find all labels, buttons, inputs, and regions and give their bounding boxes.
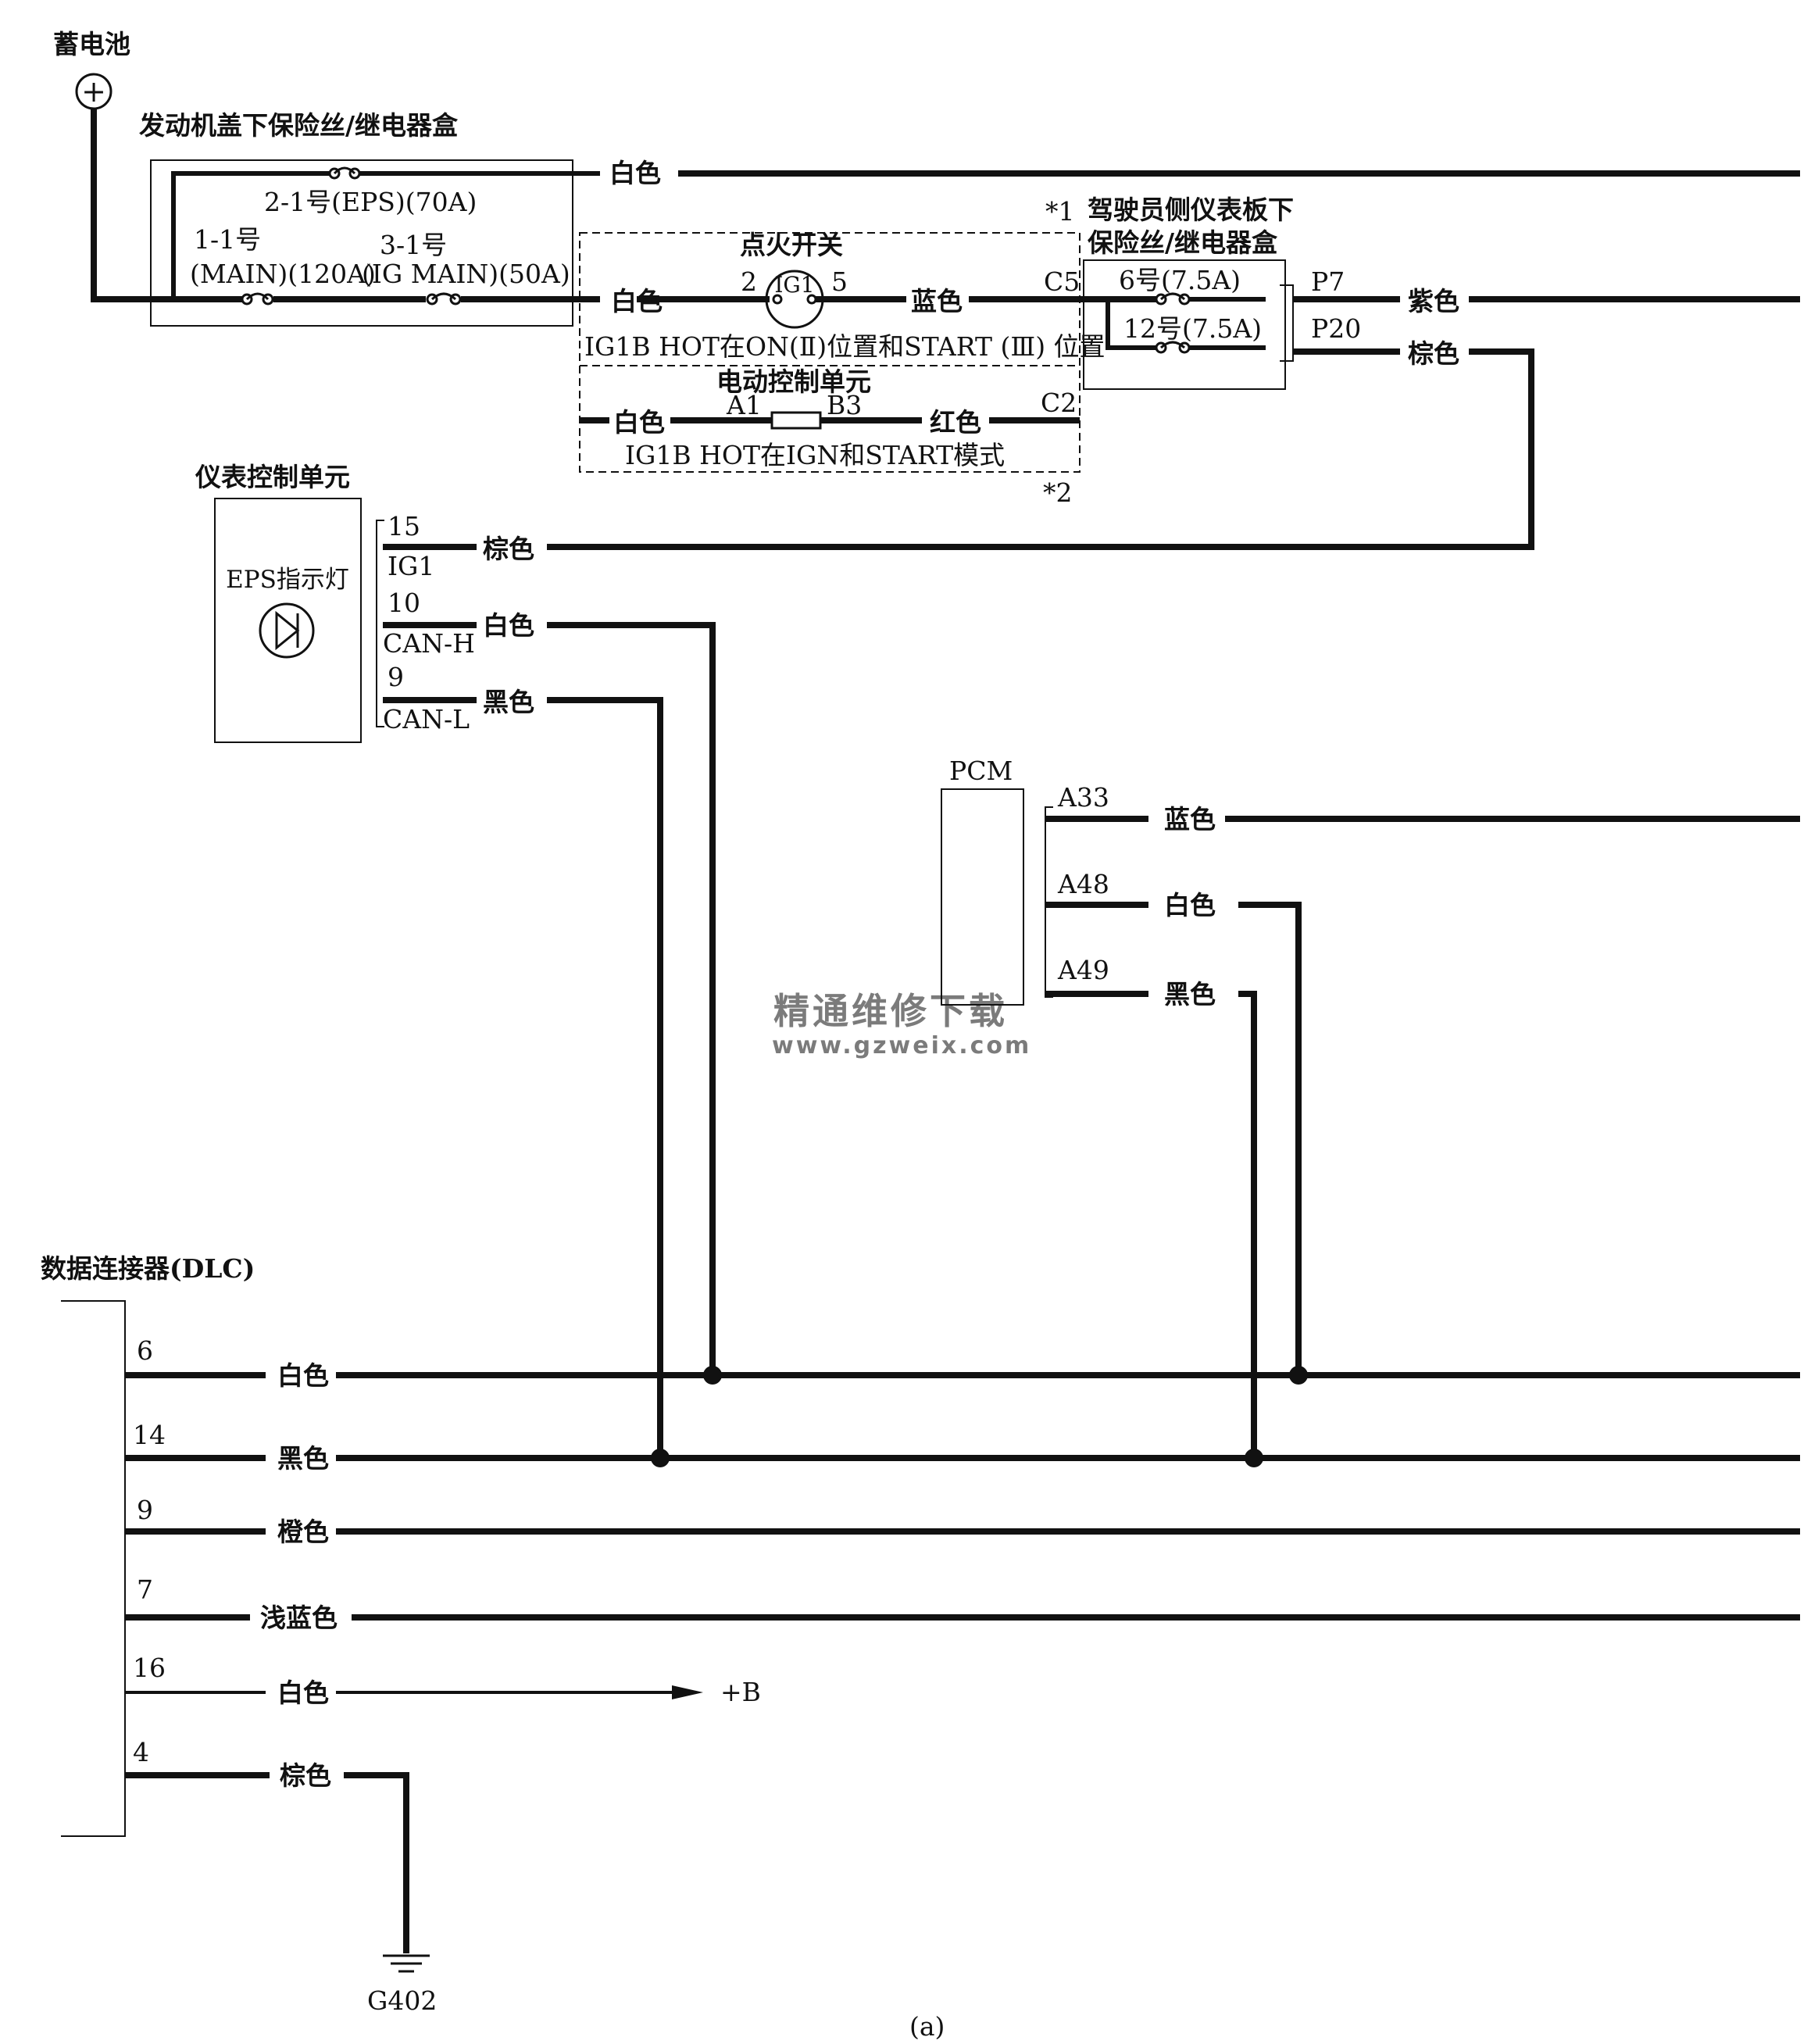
- pcm-pin-a33: A33: [1057, 782, 1109, 813]
- gauge-pin15-name: IG1: [388, 551, 434, 581]
- ignition-box-outline: [579, 232, 1081, 473]
- pcm-wire-a49: 黑色: [1164, 979, 1216, 1009]
- battery: 蓄电池 +: [53, 29, 130, 110]
- dlc-pin4-wire: 棕色: [280, 1760, 331, 1791]
- dash-box-title-1: 驾驶员侧仪表板下: [1088, 195, 1294, 225]
- pcm-pin-a49: A49: [1057, 955, 1109, 985]
- fuse-eps-label: 2-1号(EPS)(70A): [264, 187, 477, 217]
- wire-p20-out: 棕色: [1408, 338, 1459, 369]
- ground-icon: [383, 1954, 430, 1973]
- pcm-wire-a33: 蓝色: [1164, 804, 1216, 834]
- ignition-box: 点火开关 白色 2 IG1 5 蓝色 C5 IG1B HOT在ON(Ⅱ)位置和S…: [579, 196, 1106, 508]
- fuse-main-label-a: 1-1号: [194, 224, 261, 255]
- eps-resistor-icon: [770, 411, 822, 430]
- underhood-fuse-box: 发动机盖下保险丝/继电器盒 2-1号(EPS)(70A) 1-1号 (MAIN)…: [139, 110, 573, 327]
- dash-box-outline: [1083, 259, 1286, 390]
- dlc: 数据连接器(DLC) 6 白色 14 黑色 9 橙色 7 浅蓝色 16 白色 +…: [41, 1253, 1800, 1953]
- note-star2: *2: [1043, 477, 1073, 508]
- pin-p7: P7: [1311, 266, 1345, 297]
- gauge-unit-title: 仪表控制单元: [195, 462, 350, 492]
- dash-box-title-2: 保险丝/继电器盒: [1088, 227, 1278, 258]
- pcm-wire-a48: 白色: [1164, 890, 1216, 920]
- pin-c2: C2: [1041, 388, 1077, 418]
- eps-indicator-label: EPS指示灯: [226, 566, 349, 594]
- wire-ign-in: 白色: [611, 286, 663, 316]
- wire-ign-out: 蓝色: [911, 286, 963, 316]
- wire-eps-fuse-out: 白色: [609, 158, 661, 188]
- dlc-pin14-num: 14: [133, 1420, 166, 1450]
- main-power-wires: [91, 109, 1800, 302]
- ignition-symbol: IG1: [774, 272, 814, 298]
- dlc-outline: [61, 1300, 126, 1837]
- dlc-pin9-wire: 橙色: [277, 1517, 329, 1547]
- note-star1: *1: [1045, 196, 1075, 227]
- battery-plus-symbol: +: [81, 74, 106, 109]
- fuse-igmain-label-a: 3-1号: [380, 230, 447, 260]
- dlc-pin4-num: 4: [133, 1737, 149, 1767]
- gauge-unit-outline: [214, 498, 362, 743]
- dlc-pin14-wire: 黑色: [277, 1443, 329, 1474]
- watermark-line2: www.gzweix.com: [772, 1032, 1031, 1060]
- gauge-pin10-name: CAN-H: [383, 628, 475, 659]
- fuse-igmain-icon: [426, 292, 462, 306]
- fuse6-label: 6号(7.5A): [1119, 265, 1241, 295]
- dlc-pin9-num: 9: [137, 1495, 153, 1525]
- dlc-pin6-num: 6: [137, 1335, 153, 1366]
- ignition-note: IG1B HOT在ON(Ⅱ)位置和START (Ⅲ) 位置: [584, 331, 1106, 362]
- eps-unit-title: 电动控制单元: [716, 366, 871, 397]
- eps-pin-b: B3: [827, 390, 862, 420]
- fuse-main-icon: [241, 292, 274, 306]
- gauge-pin10-num: 10: [388, 588, 420, 618]
- wire-eps-out: 红色: [930, 407, 981, 438]
- figure-label: (a): [909, 2011, 945, 2042]
- ground-label: G402: [367, 1985, 437, 2016]
- gauge-pin15-wire: 棕色: [483, 534, 534, 564]
- dlc-pin7-wire: 浅蓝色: [260, 1603, 338, 1633]
- eps-pin-a: A1: [726, 390, 762, 420]
- dlc-pin7-num: 7: [137, 1574, 153, 1605]
- dash-fuse-box: 驾驶员侧仪表板下 保险丝/继电器盒 6号(7.5A) 12号(7.5A) P7 …: [547, 195, 1800, 550]
- arrow-right-icon: [672, 1685, 703, 1699]
- pcm: PCM A33 蓝色 A48 白色 A49 黑色: [941, 756, 1800, 1458]
- fuse-igmain-label-b: (IG MAIN)(50A): [362, 259, 570, 289]
- gauge-pin15-num: 15: [388, 511, 420, 541]
- junction-dot: [1245, 1449, 1263, 1467]
- junction-dot: [1289, 1366, 1308, 1385]
- underhood-box-outline: [150, 159, 573, 327]
- pin-p20: P20: [1311, 313, 1361, 344]
- watermark: 精通维修下载 www.gzweix.com: [772, 990, 1031, 1060]
- pcm-title: PCM: [949, 756, 1013, 786]
- eps-indicator-lamp-icon: [259, 602, 315, 659]
- wire-eps-in: 白色: [613, 407, 665, 438]
- fuse-eps-icon: [328, 166, 361, 180]
- ign-pin-in: 2: [741, 266, 757, 297]
- gauge-control-unit: 仪表控制单元 EPS指示灯 15 IG1 棕色 10 CAN-H 白色 9 CA…: [195, 462, 716, 1458]
- dlc-pin6-wire: 白色: [277, 1360, 329, 1391]
- gauge-pin9-name: CAN-L: [383, 704, 470, 734]
- gauge-pin9-wire: 黑色: [483, 687, 534, 717]
- ign-pin-out: 5: [831, 266, 848, 297]
- dlc-pin16-num: 16: [133, 1653, 166, 1683]
- fuse12-label: 12号(7.5A): [1123, 313, 1262, 344]
- dlc-pin16-wire: 白色: [277, 1678, 329, 1708]
- dlc-pin16-target: +B: [720, 1677, 761, 1707]
- gauge-pin9-num: 9: [388, 662, 404, 692]
- pin-c5: C5: [1044, 266, 1080, 297]
- watermark-line1: 精通维修下载: [773, 990, 1008, 1032]
- wire-p7-out: 紫色: [1408, 286, 1459, 316]
- gauge-pin10-wire: 白色: [483, 610, 534, 641]
- dlc-title: 数据连接器(DLC): [41, 1253, 255, 1284]
- pcm-outline: [941, 788, 1024, 1006]
- fuse-main-label-b: (MAIN)(120A): [190, 259, 376, 289]
- junction-dot: [651, 1449, 670, 1467]
- ignition-switch-title: 点火开关: [740, 230, 843, 260]
- pcm-pin-a48: A48: [1057, 869, 1109, 899]
- battery-label: 蓄电池: [53, 29, 130, 59]
- junction-dot: [703, 1366, 722, 1385]
- junction-dots: [651, 1366, 1308, 1467]
- eps-unit-note: IG1B HOT在IGN和START模式: [625, 440, 1005, 470]
- underhood-box-title: 发动机盖下保险丝/继电器盒: [139, 110, 459, 141]
